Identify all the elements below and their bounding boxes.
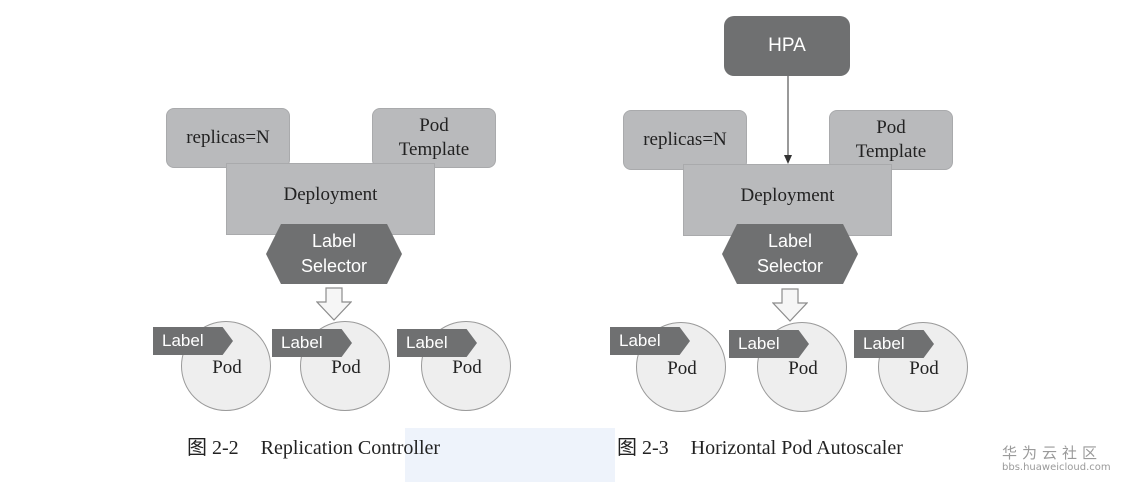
label-selector-line2: Selector [300,256,368,276]
pod-label-tag: Label [610,327,690,355]
hpa-label: HPA [768,35,806,56]
figure-title: Replication Controller [260,437,441,459]
replicas-box: replicas=N [166,108,290,168]
highlight-region [405,428,615,482]
label-selector-line2: Selector [756,256,824,276]
pod-label: Pod [212,357,242,378]
watermark-brand: 华为云社区 [1002,444,1103,462]
figure-number: 图 2-3 [617,437,669,459]
pod-template-line2: Template [855,141,927,162]
pod-label: Pod [667,358,697,379]
replicas-box: replicas=N [623,110,747,170]
pod-label: Pod [909,358,939,379]
deployment-box: Deployment [226,163,435,235]
hpa-arrow-icon [784,76,792,164]
pod-template-line1: Pod [419,115,449,137]
label-selector-line1: Label [767,230,813,251]
pod-label-tag: Label [729,330,809,358]
label-selector: Label Selector [722,224,858,284]
deployment-label: Deployment [283,184,378,205]
pod-label-tag: Label [153,327,233,355]
pod-template-box: Pod Template [372,108,496,168]
pod-template-line2: Template [398,139,470,160]
label-selector: Label Selector [266,224,402,284]
figure-number: 图 2-2 [187,437,239,459]
pod-label: Pod [331,357,361,378]
pod-label: Pod [452,357,482,378]
watermark-url: bbs.huaweicloud.com [1002,462,1111,473]
pod-circle: Pod [636,322,726,412]
figure-caption: 图 2-3 Horizontal Pod Autoscaler [617,431,903,460]
pod-label-tag: Label [854,330,934,358]
pod-label-tag: Label [397,329,477,357]
pod-label-tag: Label [272,329,352,357]
deployment-label: Deployment [740,185,835,206]
pod-label: Pod [788,358,818,379]
label-selector-line1: Label [311,230,357,251]
replicas-label: replicas=N [643,129,727,151]
pod-template-line1: Pod [876,117,906,139]
down-arrow-icon [316,287,352,321]
figure-title: Horizontal Pod Autoscaler [690,437,903,459]
hpa-box: HPA [724,16,850,76]
figure-caption: 图 2-2 Replication Controller [187,431,440,460]
deployment-box: Deployment [683,164,892,236]
replicas-label: replicas=N [186,127,270,149]
down-arrow-icon [772,288,808,322]
pod-template-box: Pod Template [829,110,953,170]
